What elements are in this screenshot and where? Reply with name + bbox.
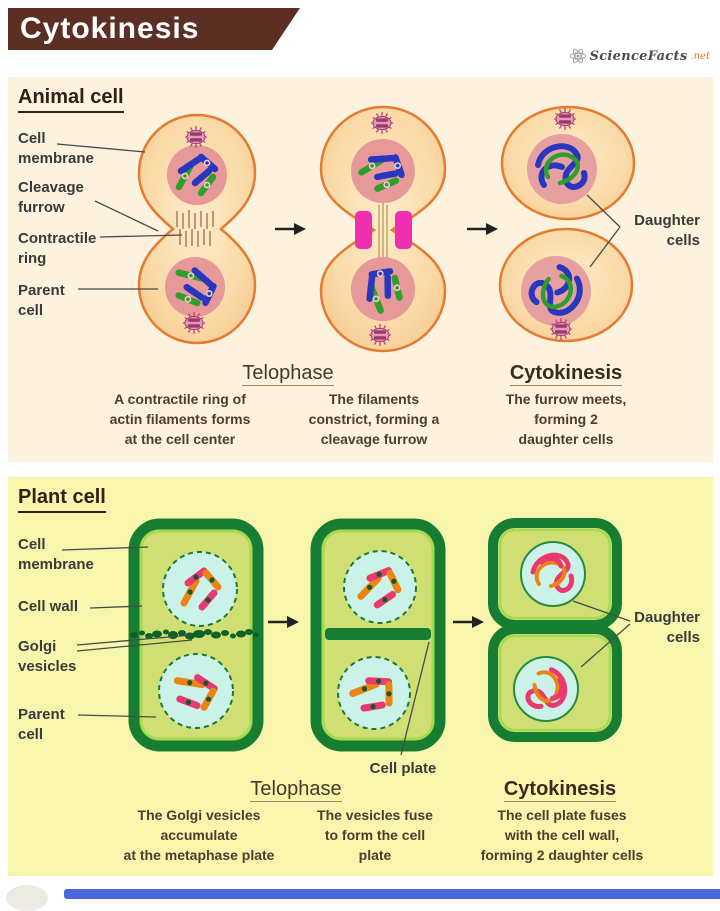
- cytokinesis-heading: Cytokinesis: [503, 778, 617, 802]
- label-cell-membrane: Cell membrane: [18, 536, 94, 573]
- animal-stage3-daughter-cells: [498, 105, 636, 343]
- telophase-heading: Telophase: [242, 362, 334, 386]
- label-parent-cell: Parent cell: [18, 706, 65, 743]
- nucleus: [167, 145, 227, 205]
- label-cell-plate: Cell plate: [369, 760, 437, 777]
- label-contractile-ring: Contractile ring: [18, 230, 97, 267]
- contractile-ring-right: [395, 211, 412, 249]
- nucleus: [513, 656, 579, 722]
- animal-step2-text: The filaments constrict, forming a cleav…: [308, 391, 440, 447]
- arrow-right-icon: [268, 616, 299, 628]
- label-parent-cell: Parent cell: [18, 282, 65, 319]
- label-cleavage-furrow: Cleavage furrow: [18, 179, 84, 216]
- animal-step3-text: The furrow meets, forming 2 daughter cel…: [505, 391, 627, 447]
- nucleus: [351, 139, 415, 203]
- nucleus: [343, 550, 417, 624]
- sciencefacts-logo: ScienceFacts.net: [569, 47, 710, 65]
- animal-stage2-cell: [319, 105, 447, 353]
- spindle-remnant: [378, 203, 388, 263]
- plant-stage2-cell: [310, 518, 446, 752]
- nucleus: [351, 257, 415, 321]
- arrow-right-icon: [453, 616, 484, 628]
- arrow-right-icon: [467, 223, 498, 235]
- actin-filaments: [176, 210, 214, 247]
- animal-step1-text: A contractile ring of actin filaments fo…: [109, 391, 251, 447]
- label-cell-membrane: Cell membrane: [18, 130, 94, 167]
- plant-step1-text: The Golgi vesicles accumulate at the met…: [123, 807, 275, 863]
- label-golgi-vesicles: Golgi vesicles: [18, 638, 77, 675]
- logo-tld-text: .net: [690, 50, 710, 62]
- logo-brand-text: ScienceFacts: [589, 48, 688, 64]
- plant-diagram: [61, 518, 631, 756]
- title-banner: Cytokinesis: [8, 8, 300, 50]
- nucleus: [337, 656, 411, 730]
- nucleus: [158, 653, 234, 729]
- arrow-right-icon: [275, 223, 306, 235]
- footer-decoration: [6, 885, 48, 911]
- plant-step3-text: The cell plate fuses with the cell wall,…: [480, 807, 644, 863]
- page-title: Cytokinesis: [20, 12, 200, 45]
- animal-section-heading: Animal cell: [18, 86, 124, 113]
- label-daughter-cells: Daughter cells: [634, 212, 700, 249]
- label-lines: [61, 546, 631, 756]
- footer-bar: [64, 889, 720, 899]
- animal-cell-section: Animal cell Cell membrane Cleavage furro…: [8, 77, 713, 462]
- plant-stage3-daughter-cells: [488, 518, 622, 742]
- animal-stage1-cell: [137, 113, 257, 345]
- plant-cell-section: Plant cell Cell membrane Cell wall Golgi…: [8, 477, 713, 876]
- telophase-heading: Telophase: [250, 778, 342, 802]
- animal-diagram: [56, 105, 636, 353]
- cell-plate: [325, 628, 431, 640]
- nucleus: [520, 541, 586, 607]
- contractile-ring-left: [355, 211, 372, 249]
- label-lines: [56, 143, 621, 290]
- cytokinesis-heading: Cytokinesis: [509, 362, 623, 386]
- atom-icon: [569, 48, 586, 64]
- plant-step2-text: The vesicles fuse to form the cell plate: [317, 807, 433, 863]
- label-cell-wall: Cell wall: [18, 598, 79, 615]
- label-daughter-cells: Daughter cells: [634, 609, 700, 646]
- plant-section-heading: Plant cell: [18, 486, 106, 513]
- plant-stage1-cell: [128, 518, 264, 752]
- nucleus: [162, 551, 238, 627]
